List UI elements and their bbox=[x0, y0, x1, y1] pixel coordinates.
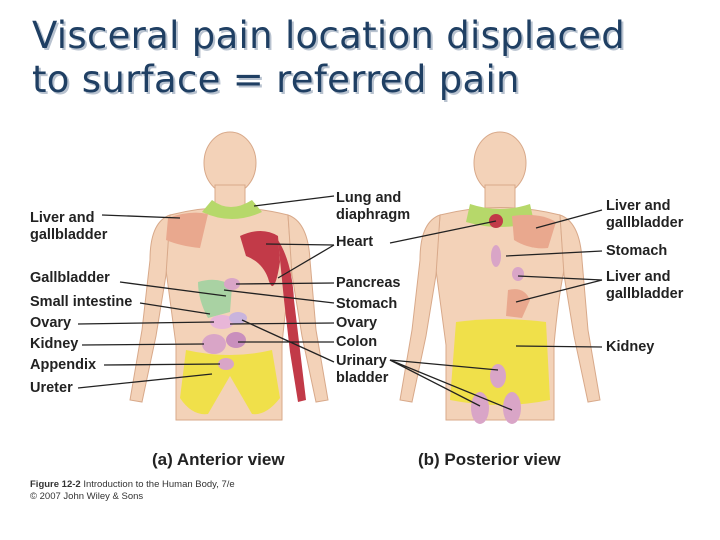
kidney-zone bbox=[202, 334, 226, 354]
label-ovary-anterior: Ovary bbox=[30, 315, 72, 331]
heart-zone bbox=[240, 231, 280, 287]
label-kidney-anterior: Kidney bbox=[30, 336, 79, 352]
posterior-liver-zone-lower bbox=[506, 289, 530, 318]
label-stomach-posterior: Stomach bbox=[606, 243, 668, 259]
posterior-ureter-zone-left bbox=[471, 392, 489, 424]
colon-zone bbox=[226, 332, 246, 348]
posterior-stomach-zone bbox=[491, 245, 501, 267]
anterior-liver-zone bbox=[166, 212, 208, 248]
left-arm-pain-strip bbox=[278, 240, 306, 402]
posterior-view-label: (b) Posterior view bbox=[418, 450, 561, 469]
title-line-2: to surface = referred pain bbox=[32, 58, 520, 101]
title-line-1: Visceral pain location displaced bbox=[32, 14, 625, 57]
anterior-zones bbox=[166, 200, 306, 415]
label-urinary-bladder: Urinary bladder bbox=[336, 353, 389, 386]
label-gallbladder: Gallbladder bbox=[30, 270, 110, 286]
gallbladder-zone bbox=[198, 279, 232, 318]
figure-caption: Figure 12-2 Introduction to the Human Bo… bbox=[30, 479, 235, 503]
posterior-bladder-zone bbox=[490, 364, 506, 388]
caption-book-title: Introduction to the Human Body, 7/e bbox=[83, 479, 235, 490]
anterior-body bbox=[129, 131, 329, 421]
leader-lines bbox=[77, 195, 603, 411]
posterior-body bbox=[399, 131, 601, 424]
label-appendix: Appendix bbox=[30, 357, 97, 373]
caption-figure-number: Figure 12-2 bbox=[30, 479, 81, 490]
urinary-bladder-zone bbox=[229, 312, 247, 324]
posterior-stomach-zone-lower bbox=[512, 267, 524, 281]
anterior-neck-zone bbox=[202, 200, 262, 219]
label-ovary-center: Ovary bbox=[336, 315, 378, 331]
label-liver-gallbladder-posterior-2: Liver and gallbladder bbox=[606, 269, 684, 302]
posterior-ureter-zone-right bbox=[503, 392, 521, 424]
anterior-pelvis-zone bbox=[180, 350, 280, 415]
label-liver-gallbladder-anterior: Liver and gallbladder bbox=[30, 210, 107, 244]
label-liver-gallbladder-posterior-1: Liver and gallbladder bbox=[606, 198, 684, 231]
label-heart: Heart bbox=[336, 234, 374, 250]
label-pancreas: Pancreas bbox=[336, 275, 401, 291]
label-stomach-center: Stomach bbox=[336, 296, 398, 312]
label-kidney-posterior: Kidney bbox=[606, 339, 655, 355]
appendix-zone bbox=[218, 358, 234, 370]
label-lung-diaphragm: Lung and diaphragm bbox=[336, 190, 411, 223]
posterior-kidney-zone bbox=[450, 319, 550, 405]
label-ureter: Ureter bbox=[30, 380, 73, 396]
anterior-view-label: (a) Anterior view bbox=[152, 450, 285, 469]
page-title: Visceral pain location displaced to surf… bbox=[32, 14, 712, 102]
label-liver-gallbladder-anterior-text: Liver and gallbladder bbox=[30, 210, 108, 243]
posterior-zones bbox=[450, 204, 556, 424]
posterior-liver-zone-upper bbox=[512, 214, 556, 249]
pancreas-zone bbox=[224, 278, 240, 290]
caption-copyright: © 2007 John Wiley & Sons bbox=[30, 491, 144, 502]
ovary-zone bbox=[210, 315, 234, 329]
label-small-intestine: Small intestine bbox=[30, 294, 133, 310]
label-colon: Colon bbox=[336, 334, 378, 350]
